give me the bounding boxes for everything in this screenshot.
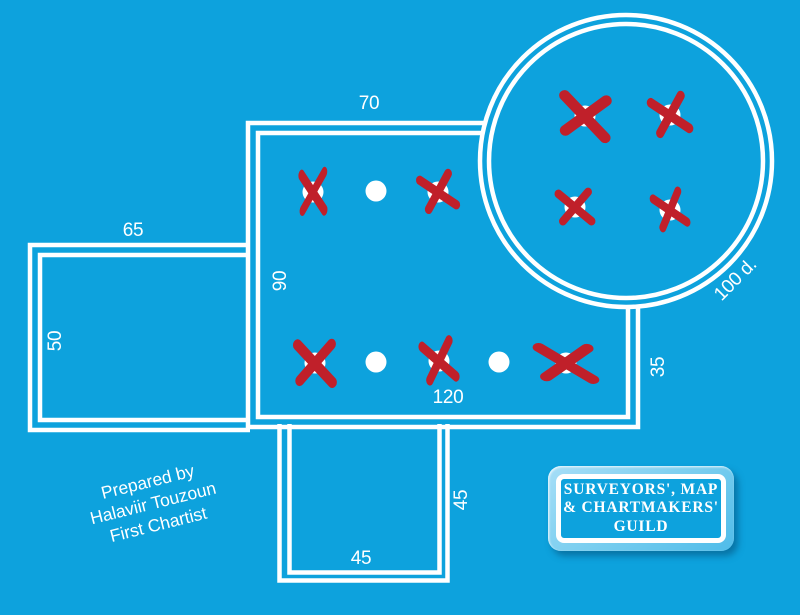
- survey-circle-inner-ring: [486, 21, 766, 301]
- badge-line-2: & CHARTMAKERS': [563, 499, 719, 517]
- survey-dot: [365, 180, 387, 202]
- x-mark: [298, 166, 328, 217]
- x-mark: [418, 335, 460, 386]
- x-stroke-2: [656, 90, 685, 139]
- dim-main-top: 70: [358, 93, 380, 114]
- left-room-outline-inner: [37, 252, 250, 423]
- survey-dot: [488, 351, 510, 373]
- x-stroke-2: [424, 168, 452, 215]
- survey-circle-outer-ring: [477, 12, 775, 310]
- dim-bottom-room-right: 45: [451, 489, 472, 511]
- x-mark: [649, 186, 691, 233]
- badge-line-1: SURVEYORS', MAP: [563, 481, 719, 499]
- x-stroke-2: [559, 187, 592, 226]
- dim-left-room-left: 50: [45, 330, 66, 352]
- x-stroke-2: [426, 335, 453, 386]
- x-stroke-2: [295, 338, 336, 387]
- x-stroke-2: [299, 166, 328, 217]
- x-stroke-2: [559, 95, 612, 136]
- x-mark: [415, 168, 461, 215]
- markers-layer: [292, 90, 694, 389]
- badge-line-3: GUILD: [613, 517, 669, 535]
- x-stroke-2: [540, 343, 594, 382]
- guild-badge-plate: SURVEYORS', MAP & CHARTMAKERS' GUILD: [556, 474, 726, 543]
- x-mark: [646, 90, 694, 139]
- x-mark: [554, 187, 596, 226]
- x-mark: [532, 343, 600, 385]
- x-mark: [292, 338, 337, 389]
- dim-bottom-room-bottom: 45: [350, 548, 372, 569]
- survey-dot: [365, 351, 387, 373]
- left-room-outline-outer: [27, 242, 250, 433]
- guild-badge: SURVEYORS', MAP & CHARTMAKERS' GUILD: [548, 466, 734, 551]
- bottom-room-outline-inner: [287, 424, 442, 575]
- dim-left-room-top: 65: [122, 220, 144, 241]
- dim-main-bottom: 120: [432, 387, 464, 408]
- survey-circle: [477, 12, 775, 310]
- dim-main-right: 35: [648, 356, 669, 378]
- bottom-room-outline-outer: [277, 424, 450, 583]
- dim-main-left: 90: [270, 270, 291, 292]
- x-mark: [559, 90, 612, 144]
- x-stroke-2: [659, 186, 682, 233]
